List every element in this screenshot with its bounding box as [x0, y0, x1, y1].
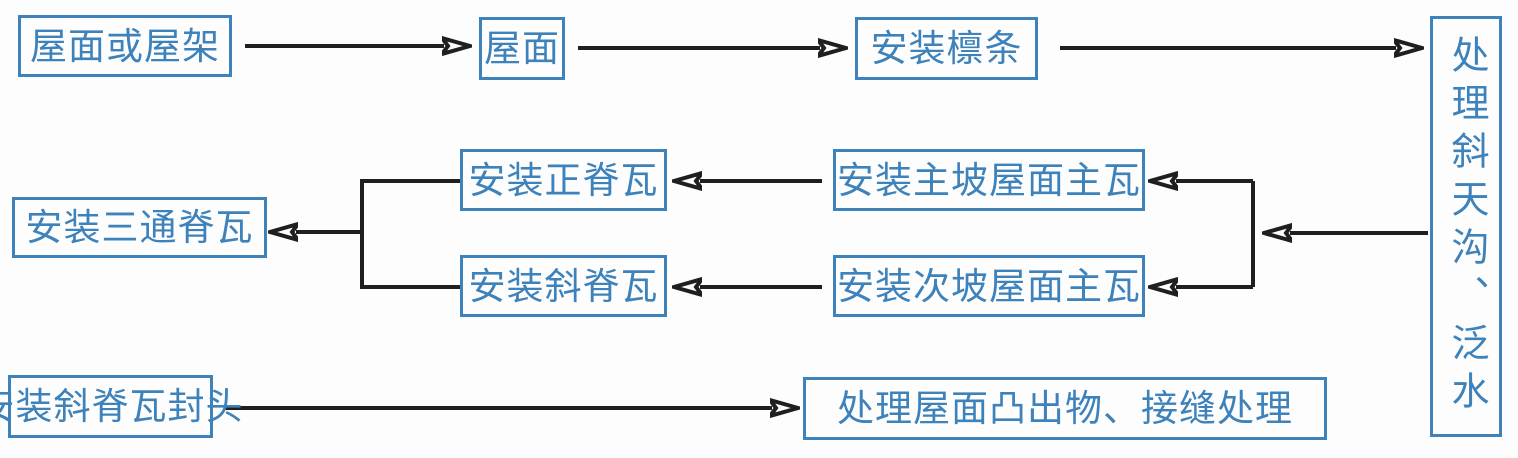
node-install-main-slope-tiles: 安装主坡屋面主瓦: [833, 149, 1145, 211]
node-install-purlins: 安装檩条: [855, 17, 1038, 80]
connector-left-bracket: [360, 179, 460, 289]
node-roof-or-truss: 屋面或屋架: [18, 15, 232, 77]
node-process-protrusions-seams: 处理屋面凸出物、接缝处理: [803, 377, 1327, 440]
node-install-hip-ridge: 安装斜脊瓦: [460, 255, 667, 317]
node-install-tee-ridge: 安装三通脊瓦: [12, 197, 267, 258]
node-install-secondary-slope-tiles: 安装次坡屋面主瓦: [833, 255, 1145, 317]
node-install-main-ridge: 安装正脊瓦: [460, 149, 667, 211]
node-install-hip-ridge-caps: 安装斜脊瓦封头: [0, 375, 243, 438]
node-roof: 屋面: [479, 17, 565, 80]
node-process-valley-flashing: 处理斜天沟、泛水: [1430, 16, 1502, 437]
